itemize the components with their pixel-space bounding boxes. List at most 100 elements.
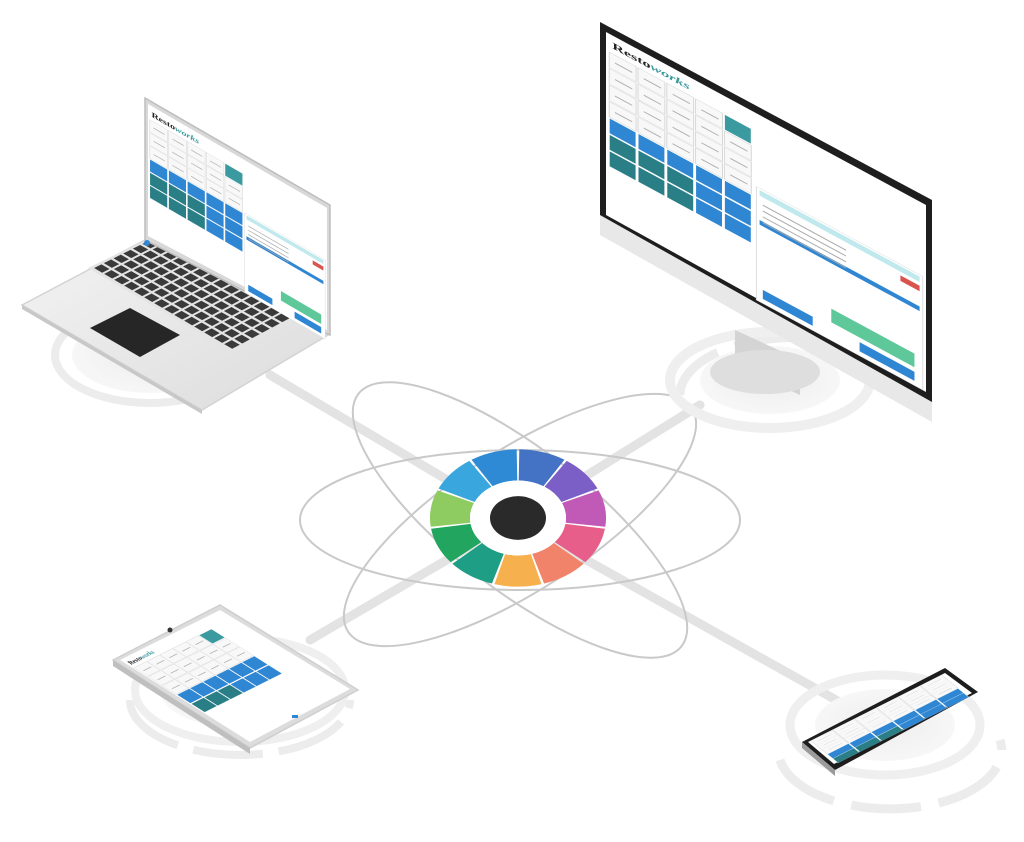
pos-grid-tile-label (191, 149, 203, 157)
keyboard-key (203, 306, 220, 315)
pos-grid-tile (168, 169, 187, 194)
order-action-button-left[interactable] (762, 289, 813, 326)
pos-grid-tile-label (182, 647, 191, 652)
pos-grid-tile-label (209, 186, 222, 195)
order-pay-button[interactable] (280, 291, 322, 324)
pos-grid-tile (821, 739, 849, 755)
order-panel-remove-button[interactable] (312, 260, 324, 271)
keyboard-key (243, 307, 260, 317)
keyboard-key (204, 317, 220, 326)
pos-grid-tile (168, 196, 187, 220)
pos-grid-tile-label (643, 78, 662, 89)
pos-grid-tile (723, 196, 752, 228)
order-line-item (762, 204, 847, 251)
keyboard-key (113, 254, 129, 263)
pos-grid-tile-label (818, 734, 832, 741)
pos-grid-tile (811, 730, 838, 746)
pos-grid-tile-label (169, 653, 178, 658)
keyboard-key (184, 305, 200, 315)
pos-grid-tile (871, 721, 898, 737)
pos-grid-tile (723, 113, 752, 145)
keyboard-key (152, 245, 169, 255)
order-action-button-left[interactable] (248, 284, 273, 306)
keyboard-key (183, 284, 200, 293)
keyboard-key (224, 328, 240, 338)
keyboard-key (143, 282, 160, 292)
keyboard-key (153, 277, 170, 287)
pos-grid-tile (189, 681, 217, 697)
pos-grid-tile-label (701, 109, 719, 120)
pos-grid-tile (695, 197, 723, 228)
pos-grid-tile (205, 204, 225, 229)
monitor-order-panel (755, 185, 924, 391)
monitor-pos-grid (608, 51, 752, 244)
keyboard-key (133, 266, 150, 275)
pos-grid-tile-label (183, 662, 192, 667)
keyboard-key (164, 305, 180, 314)
pos-grid-tile (832, 719, 860, 735)
keyboard-key (144, 293, 160, 302)
pos-grid-tile (229, 677, 257, 694)
order-action-button-right[interactable] (859, 342, 915, 381)
pos-grid-tile-label (172, 151, 184, 160)
keyboard-key (213, 279, 229, 289)
keyboard-key (224, 317, 240, 327)
keyboard-key (223, 296, 240, 305)
pos-grid-tile-label (196, 656, 205, 661)
phone-device (775, 668, 1007, 814)
keyboard-key (233, 312, 250, 322)
pos-grid-tile-label (850, 731, 865, 739)
pos-grid-tile (854, 708, 882, 724)
keyboard-key (223, 307, 240, 316)
keyboard-key (213, 301, 230, 310)
pos-grid-tile (936, 688, 964, 704)
keyboard-key (274, 313, 290, 323)
pos-grid-tile-label (911, 694, 925, 702)
pos-grid-tile (198, 628, 226, 644)
pos-grid-tile-label (672, 126, 690, 138)
pos-grid-tile-label (938, 687, 952, 695)
order-panel-remove-button[interactable] (900, 275, 920, 292)
pos-grid-tile-label (209, 160, 222, 168)
pos-grid-tile (838, 723, 866, 739)
order-pay-button[interactable] (831, 308, 915, 368)
pos-grid-tile (723, 179, 752, 211)
keyboard-key (154, 299, 170, 308)
hub-segment (532, 542, 584, 584)
pos-grid-tile (224, 162, 243, 187)
pos-grid-tile (849, 732, 876, 748)
tablet-port (292, 715, 298, 718)
pos-grid-tile-label (197, 671, 207, 676)
keyboard-key (244, 318, 260, 328)
keyboard-key (183, 294, 200, 304)
pos-grid-tile (914, 699, 942, 715)
central-hub-logo (430, 449, 606, 587)
keyboard-key (104, 270, 120, 279)
pos-grid-tile (187, 193, 206, 218)
monitor-device: Restoworks (600, 22, 932, 433)
pos-grid-tile (926, 679, 953, 695)
pos-grid-tile (887, 705, 915, 722)
pos-grid-tile-label (172, 165, 184, 173)
order-panel-header (246, 215, 324, 264)
pos-grid-tile (637, 165, 666, 197)
pos-grid-tile-label (153, 127, 165, 136)
keyboard-key (124, 281, 140, 291)
pos-grid-tile (205, 191, 225, 215)
keyboard-key (203, 274, 219, 283)
pos-grid-tile-label (614, 95, 633, 106)
keyboard-key (163, 283, 180, 292)
keyboard-key (194, 322, 210, 332)
pos-grid-tile (892, 710, 920, 726)
pos-grid-tile-label (643, 111, 662, 122)
order-line-item (762, 216, 847, 263)
pos-grid-tile-label (701, 158, 719, 170)
hub-center-dot (490, 496, 546, 540)
pos-grid-tile-label (643, 94, 662, 106)
hub-segment (471, 449, 518, 487)
pos-grid-tile-label (883, 701, 898, 708)
order-action-button-right[interactable] (294, 311, 322, 334)
pos-grid-tile (942, 692, 970, 708)
pos-grid-tile-label (195, 640, 204, 645)
